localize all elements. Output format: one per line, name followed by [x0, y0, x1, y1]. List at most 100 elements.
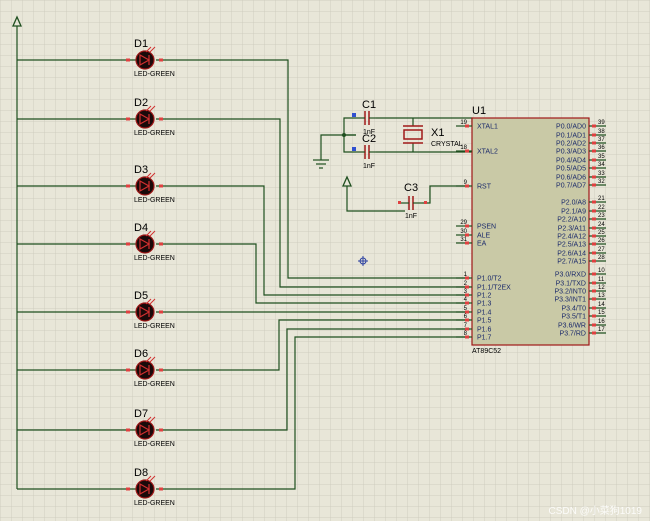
pin-name: P3.3/INT1 — [554, 297, 586, 304]
pin-name: P3.0/RXD — [555, 272, 586, 279]
diode-icon — [139, 482, 151, 496]
pin-marker — [159, 242, 163, 246]
led-body — [135, 176, 155, 196]
pin-number: 34 — [598, 162, 605, 168]
pin-marker — [592, 124, 596, 128]
pin-marker — [465, 318, 469, 322]
component-value: CRYSTAL — [431, 141, 463, 148]
pin-number: 18 — [460, 145, 467, 151]
pin-marker — [159, 487, 163, 491]
light-arrows-icon — [145, 230, 156, 237]
pin-marker — [592, 314, 596, 318]
pin-number: 27 — [598, 247, 605, 253]
capacitor-c2[interactable]: C2 1nF — [356, 133, 376, 170]
pin-number: 14 — [598, 302, 605, 308]
selection-handle[interactable] — [352, 113, 356, 117]
mcu-pin-left[interactable]: 4P1.3 — [456, 297, 492, 308]
mcu-u1[interactable]: U1 AT89C52 19XTAL118XTAL29RST29PSEN30ALE… — [456, 105, 606, 355]
capacitor-c3[interactable]: C3 1nF — [398, 182, 427, 220]
mcu-pin-left[interactable]: 3P1.2 — [456, 289, 492, 300]
pin-name: P0.6/AD6 — [556, 175, 586, 182]
mcu-body — [471, 117, 590, 346]
mcu-pin-left[interactable]: 2P1.1/T2EX — [456, 281, 511, 292]
pin-marker — [126, 310, 130, 314]
pin-number: 28 — [598, 255, 605, 261]
pin-marker — [592, 166, 596, 170]
mcu-pin-left[interactable]: 6P1.5 — [456, 314, 492, 325]
power-terminal-left — [11, 15, 23, 27]
p1-net-wire — [156, 319, 470, 371]
pin-name: P2.5/A13 — [557, 242, 586, 249]
light-arrows-icon — [145, 356, 156, 363]
mcu-pin-left[interactable]: 7P1.6 — [456, 323, 492, 334]
mcu-part: AT89C52 — [472, 348, 501, 355]
pin-number: 6 — [464, 314, 468, 320]
component-value: 1nF — [363, 129, 375, 136]
pin-marker — [126, 428, 130, 432]
pin-name: P0.5/AD5 — [556, 166, 586, 173]
mcu-pin-left[interactable]: 8P1.7 — [456, 331, 492, 342]
pin-number: 24 — [598, 222, 605, 228]
crystal-x1[interactable]: X1 CRYSTAL — [403, 125, 463, 148]
mcu-pin-left[interactable]: 5P1.4 — [456, 306, 492, 317]
pin-name: P0.7/AD7 — [556, 183, 586, 190]
pin-number: 26 — [598, 238, 605, 244]
selection-handle[interactable] — [352, 147, 356, 151]
pin-marker — [159, 184, 163, 188]
led-model: LED-GREEN — [134, 323, 175, 330]
mcu-pin-left[interactable]: 1P1.0/T2 — [456, 272, 502, 283]
pin-name: RST — [477, 184, 492, 191]
led-ref: D2 — [134, 97, 148, 109]
led-ref: D5 — [134, 290, 148, 302]
led-body — [135, 420, 155, 440]
pin-marker — [592, 141, 596, 145]
pin-marker — [592, 297, 596, 301]
component-value: 1nF — [363, 163, 375, 170]
pin-marker — [592, 209, 596, 213]
pin-name: P1.1/T2EX — [477, 285, 511, 292]
pin-marker — [465, 285, 469, 289]
pin-name: P1.4 — [477, 310, 492, 317]
capacitor-c1[interactable]: C1 1nF — [356, 99, 376, 136]
pin-name: P0.0/AD0 — [556, 124, 586, 131]
